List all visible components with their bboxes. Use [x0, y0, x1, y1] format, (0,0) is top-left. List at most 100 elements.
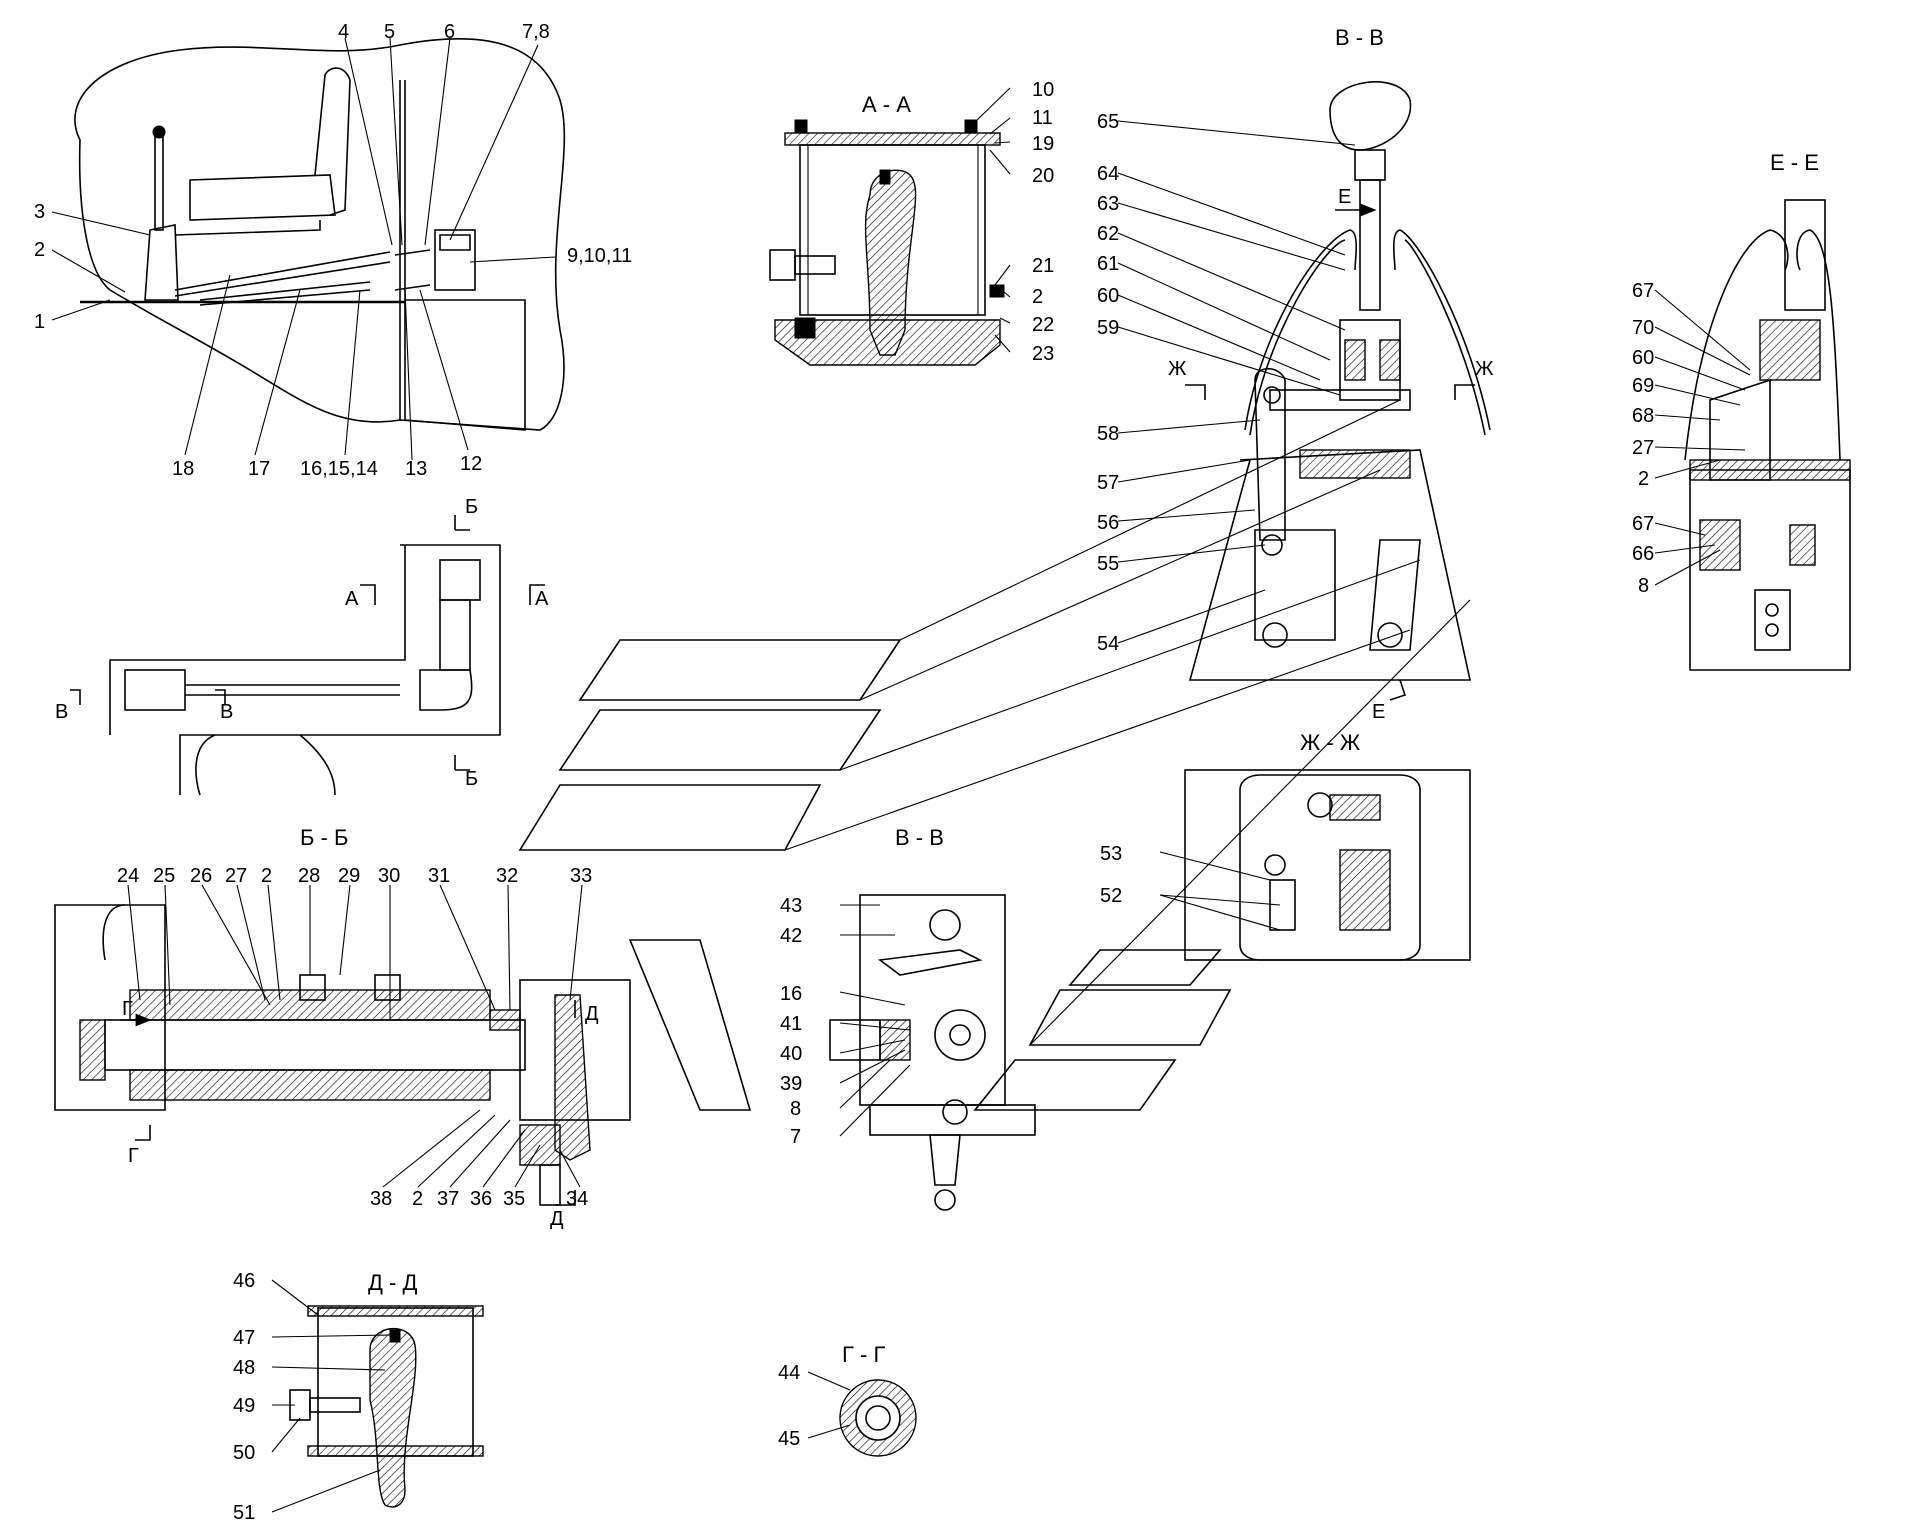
part-label: 33 — [570, 865, 592, 887]
part-label: 63 — [1097, 193, 1119, 215]
part-label: 50 — [233, 1442, 255, 1464]
cut-b-bot: Б — [465, 768, 478, 790]
part-label: 3 — [34, 201, 45, 223]
part-label: 16,15,14 — [300, 458, 378, 480]
dd-labels: 46 47 48 49 50 51 — [233, 1270, 255, 1524]
part-label: 49 — [233, 1395, 255, 1417]
part-label: 59 — [1097, 317, 1119, 339]
gg-labels: 44 45 — [778, 1362, 800, 1450]
cut-d-bot: Д — [550, 1208, 564, 1230]
title-zhzh: Ж - Ж — [1300, 730, 1361, 755]
zhzh-labels: 53 52 — [1100, 843, 1122, 907]
section-gg — [839, 1379, 917, 1457]
part-label: 39 — [780, 1073, 802, 1095]
part-label: 24 — [117, 865, 139, 887]
leader-lines — [51, 37, 1751, 1513]
cut-e-bot: Е — [1372, 701, 1385, 723]
part-label: 13 — [405, 458, 427, 480]
title-bb: Б - Б — [300, 825, 348, 850]
part-label: 16 — [780, 983, 802, 1005]
part-label: 70 — [1632, 317, 1654, 339]
part-label: 40 — [780, 1043, 802, 1065]
part-label: 8 — [1638, 575, 1649, 597]
part-label: 29 — [338, 865, 360, 887]
part-label: 48 — [233, 1357, 255, 1379]
bb-labels: 24 25 26 27 2 28 29 30 31 32 33 38 2 37 … — [117, 865, 592, 1210]
part-label: 61 — [1097, 253, 1119, 275]
part-label: 67 — [1632, 513, 1654, 535]
part-label: 51 — [233, 1502, 255, 1524]
part-label: 2 — [412, 1188, 423, 1210]
part-label: 1 — [34, 311, 45, 333]
part-label: 31 — [428, 865, 450, 887]
part-label: 5 — [384, 21, 395, 43]
overview-labels: 1 2 3 4 5 6 7,8 9,10,11 12 13 16,15,14 1… — [34, 21, 632, 480]
part-label: 2 — [261, 865, 272, 887]
title-aa: А - А — [862, 92, 911, 117]
part-label: 60 — [1097, 285, 1119, 307]
part-label: 11 — [1032, 107, 1053, 129]
part-label: 69 — [1632, 375, 1654, 397]
title-dd: Д - Д — [368, 1270, 417, 1295]
vv-top-labels: 65 64 63 62 61 60 59 58 57 56 55 54 — [1097, 111, 1119, 655]
part-label: 54 — [1097, 633, 1119, 655]
part-label: 58 — [1097, 423, 1119, 445]
part-label: 6 — [444, 21, 455, 43]
part-label: 28 — [298, 865, 320, 887]
overview-view — [74, 38, 566, 431]
part-label: 27 — [225, 865, 247, 887]
part-label: 68 — [1632, 405, 1654, 427]
part-label: 64 — [1097, 163, 1119, 185]
section-ee — [1684, 199, 1851, 671]
section-bb — [54, 904, 631, 1206]
part-label: 20 — [1032, 165, 1054, 187]
part-label: 42 — [780, 925, 802, 947]
cut-v-right: В — [220, 701, 233, 723]
part-label: 47 — [233, 1327, 255, 1349]
section-vv-top — [1188, 81, 1491, 681]
part-label: 32 — [496, 865, 518, 887]
title-vv-mid: В - В — [895, 825, 944, 850]
part-label: 19 — [1032, 133, 1054, 155]
part-label: 2 — [34, 239, 45, 261]
part-label: 17 — [248, 458, 270, 480]
cut-b-top: Б — [465, 496, 478, 518]
part-label: 53 — [1100, 843, 1122, 865]
part-label: 45 — [778, 1428, 800, 1450]
part-label: 7 — [790, 1126, 801, 1148]
aa-labels: 10 11 19 20 21 2 22 23 — [1032, 79, 1054, 365]
part-label: 62 — [1097, 223, 1119, 245]
part-label: 27 — [1632, 437, 1654, 459]
part-label: 12 — [460, 453, 482, 475]
title-vv-top: В - В — [1335, 25, 1384, 50]
part-label: 60 — [1632, 347, 1654, 369]
cut-e-top: Е — [1338, 186, 1351, 208]
cut-a-right: А — [535, 588, 549, 610]
cut-zh-left: Ж — [1168, 358, 1187, 380]
section-dd — [289, 1305, 484, 1508]
cut-d-top: Д — [585, 1003, 599, 1025]
part-label: 43 — [780, 895, 802, 917]
cut-zh-right: Ж — [1475, 358, 1494, 380]
part-label: 10 — [1032, 79, 1054, 101]
part-label: 52 — [1100, 885, 1122, 907]
decorative-bands — [518, 399, 1471, 1111]
part-label: 41 — [780, 1013, 802, 1035]
part-label: 30 — [378, 865, 400, 887]
part-label: 57 — [1097, 472, 1119, 494]
ee-labels: 67 70 60 69 68 27 2 67 66 8 — [1632, 280, 1654, 597]
part-label: 56 — [1097, 512, 1119, 534]
part-label: 2 — [1032, 286, 1043, 308]
section-zhzh — [1184, 769, 1471, 961]
cut-markers — [70, 203, 1475, 1206]
part-label: 8 — [790, 1098, 801, 1120]
cut-letters: Б Б А А В В Г Г Д Д Е Е Ж Ж — [55, 186, 1494, 1230]
part-label: 67 — [1632, 280, 1654, 302]
part-label: 21 — [1032, 255, 1054, 277]
part-label: 66 — [1632, 543, 1654, 565]
part-label: 38 — [370, 1188, 392, 1210]
part-label: 25 — [153, 865, 175, 887]
vv-mid-labels: 43 42 16 41 40 39 8 7 — [780, 895, 802, 1148]
part-label: 46 — [233, 1270, 255, 1292]
